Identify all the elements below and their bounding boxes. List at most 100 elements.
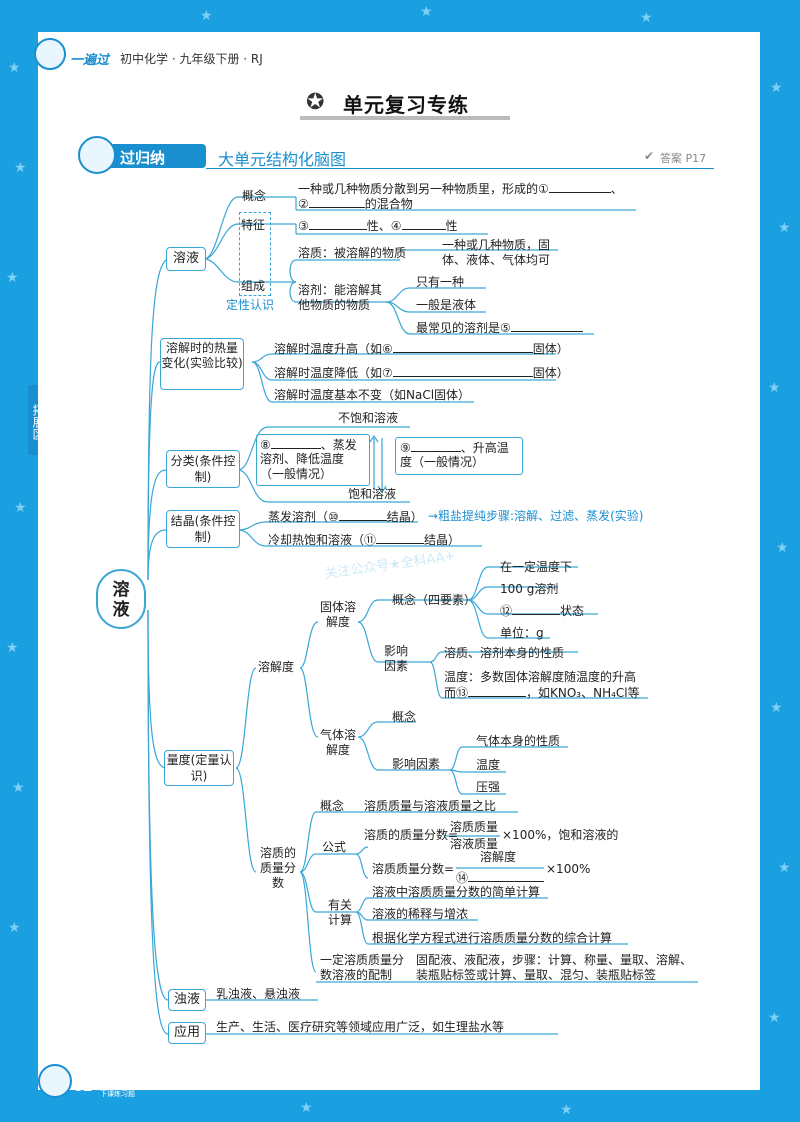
heat-line-1: 溶解时温度升高（如⑥ 固体） xyxy=(274,341,569,357)
num-12: ⑫ xyxy=(500,604,513,618)
solute-desc-1: 一种或几种物质，固 xyxy=(442,238,551,252)
factor-2c: ，如KNO₃、NH₄Cl等 xyxy=(526,686,640,700)
classify-left-1b: 、蒸发 xyxy=(320,438,357,452)
node-solution-label: 溶液 xyxy=(172,251,199,266)
heat-line-1-a: 溶解时温度升高（如⑥ xyxy=(274,342,393,356)
classify-left-3: （一般情况） xyxy=(260,467,333,481)
footer-mascot-icon xyxy=(38,1064,72,1098)
num-3: ③ xyxy=(298,219,309,233)
header-logo-text: 一遍过 xyxy=(70,53,110,68)
blank-11[interactable] xyxy=(376,532,425,544)
calc-1: 溶液中溶质质量分数的简单计算 xyxy=(372,885,541,899)
blank-8[interactable] xyxy=(270,437,321,449)
formula-label: 公式 xyxy=(322,840,347,854)
feature-end: 性 xyxy=(445,219,458,233)
section-badge-label: 过归纳 xyxy=(120,149,166,167)
title-icon: ✪ xyxy=(306,90,325,115)
crystal-line-1: 蒸发溶剂（⑩ 结晶） xyxy=(268,509,423,525)
mass-fraction-label: 溶质的质量分数 xyxy=(256,846,300,891)
calc-label: 有关计算 xyxy=(328,898,354,928)
gas-factor-3: 压强 xyxy=(476,780,501,794)
page: 一遍过 初中化学 · 九年级下册 · RJ ✪ 单元复习专练 过归纳 大单元结构… xyxy=(34,32,760,1090)
footer-page-number: 31 xyxy=(74,1078,92,1095)
node-classify[interactable]: 分类(条件控制) xyxy=(166,450,240,488)
node-turbid-label: 浊液 xyxy=(173,992,200,1007)
blank-4[interactable] xyxy=(401,218,446,230)
concept-line2-end: 的混合物 xyxy=(364,197,413,211)
formula-2-a: 溶质质量分数= xyxy=(372,862,455,876)
node-crystal[interactable]: 结晶(条件控制) xyxy=(166,510,240,548)
classify-right-2: 度（一般情况） xyxy=(400,455,485,469)
application-text: 生产、生活、医疗研究等领域应用广泛，如生理盐水等 xyxy=(216,1020,505,1034)
blank-12[interactable] xyxy=(512,603,561,615)
concept-four-label: 概念（四要素） xyxy=(392,593,477,607)
prep-desc-2: 装瓶贴标签或计算、量取、混匀、装瓶贴标签 xyxy=(416,968,657,982)
factor-1: 溶质、溶剂本身的性质 xyxy=(444,646,565,660)
heat-line-3: 溶解时温度基本不变（如NaCl固体） xyxy=(274,388,471,402)
solvent-a: 只有一种 xyxy=(416,275,465,289)
footer-slogan-2: 下课练习题 xyxy=(100,1090,135,1098)
solute-text: 溶质：被溶解的物质 xyxy=(298,246,407,260)
formula-2-den: ⑭ xyxy=(456,870,545,886)
blank-13[interactable] xyxy=(468,685,527,697)
footer-slogan-1: 上课认真听 xyxy=(100,1080,135,1088)
calc-3: 根据化学方程式进行溶质质量分数的综合计算 xyxy=(372,931,613,945)
gas-concept-label: 概念 xyxy=(392,710,417,724)
solution-concept-line2: ② 的混合物 xyxy=(298,196,413,212)
crystal-line-1-b: 结晶） xyxy=(386,510,423,524)
heat-line-1-b: 固体） xyxy=(532,342,569,356)
blank-9[interactable] xyxy=(410,440,461,452)
node-heat[interactable]: 溶解时的热量变化(实验比较) xyxy=(160,338,244,390)
crystal-line-1-a: 蒸发溶剂（⑩ xyxy=(268,510,339,524)
concept-end: 、 xyxy=(610,182,623,196)
classify-left-2: 溶剂、降低温度 xyxy=(260,452,345,466)
prep-2: 数溶液的配制 xyxy=(320,968,393,982)
blank-1[interactable] xyxy=(548,181,611,193)
center-node[interactable]: 溶液 xyxy=(96,569,146,629)
blank-7[interactable] xyxy=(392,365,533,377)
blank-14[interactable] xyxy=(468,870,545,882)
blank-3[interactable] xyxy=(308,218,367,230)
blank-6[interactable] xyxy=(392,341,533,353)
node-solution[interactable]: 溶液 xyxy=(166,247,206,271)
solvent-text-2: 他物质的物质 xyxy=(298,298,371,312)
solvent-b: 一般是液体 xyxy=(416,298,477,312)
blank-10[interactable] xyxy=(338,509,387,521)
center-node-label: 溶液 xyxy=(112,580,130,620)
blank-2[interactable] xyxy=(308,196,365,208)
answer-check-icon: ✔ xyxy=(644,149,655,163)
solid-solubility-text: 固体溶解度 xyxy=(320,600,357,629)
heat-line-2-b: 固体） xyxy=(532,366,569,380)
answer-ref[interactable]: 答案 P17 xyxy=(660,152,707,165)
mf-concept: 溶质质量与溶液质量之比 xyxy=(364,799,497,813)
title-underline xyxy=(300,116,510,120)
classify-left-box xyxy=(256,434,370,486)
classify-right-box xyxy=(395,437,523,475)
solution-concept-label: 概念 xyxy=(242,189,267,203)
heat-line-2-a: 溶解时温度降低（如⑦ xyxy=(274,366,393,380)
heat-line-2: 溶解时温度降低（如⑦ 固体） xyxy=(274,365,569,381)
mass-fraction-text: 溶质的质量分数 xyxy=(259,846,296,890)
factor-text: 影响因素 xyxy=(384,644,409,673)
turbid-text: 乳浊液、悬浊液 xyxy=(216,987,301,1001)
page-title: 单元复习专练 xyxy=(343,93,469,117)
classify-right-1: ⑨、升高温 xyxy=(400,440,509,456)
unsaturated-label: 不饱和溶液 xyxy=(338,411,399,425)
node-application[interactable]: 应用 xyxy=(168,1022,206,1044)
formula-1-a: 溶质的质量分数= xyxy=(364,828,459,842)
num-2: ② xyxy=(298,197,309,211)
gas-factor-2: 温度 xyxy=(476,758,501,772)
solvent-c: 最常见的溶剂是⑤ xyxy=(416,320,583,336)
mf-concept-label: 概念 xyxy=(320,799,345,813)
factor-2a: 温度：多数固体溶解度随温度的升高 xyxy=(444,670,637,684)
factor-label: 影响因素 xyxy=(384,644,410,674)
formula-2-num: 溶解度 xyxy=(480,850,517,864)
blank-5[interactable] xyxy=(510,320,583,332)
node-measure[interactable]: 量度(定量认识) xyxy=(164,750,234,786)
node-turbid[interactable]: 浊液 xyxy=(168,989,206,1011)
prep-1: 一定溶质质量分 xyxy=(320,953,405,967)
formula-2-b: ×100% xyxy=(546,862,591,876)
classify-left-1: ⑧、蒸发 xyxy=(260,437,357,453)
solvent-text-1: 溶剂：能溶解其 xyxy=(298,283,383,297)
